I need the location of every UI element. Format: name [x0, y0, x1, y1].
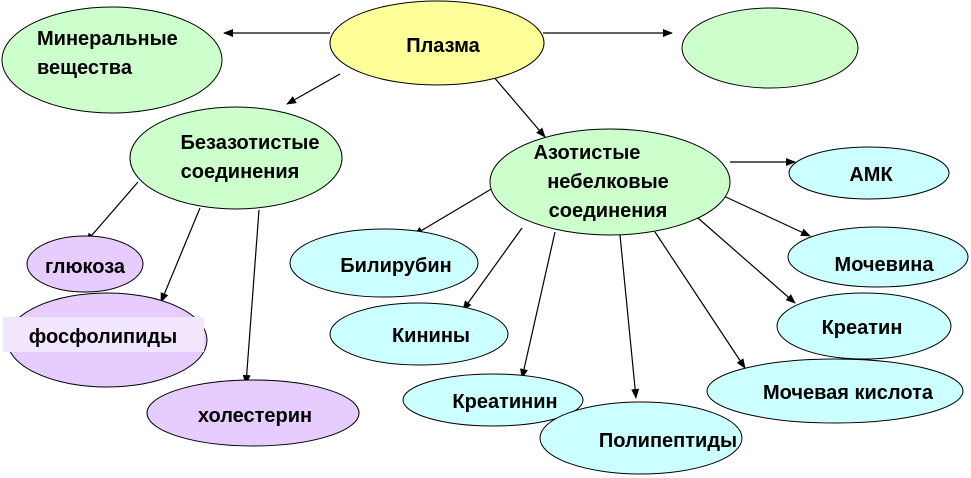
edge-nitrogen-urea: [714, 191, 811, 237]
edge-plasma-nitrogen: [492, 75, 546, 138]
node-creatinine: Креатинин: [402, 373, 584, 427]
edge-nonnitrogen-phospholipids: [160, 207, 201, 303]
node-creatinine-shape: [402, 373, 584, 427]
node-polypeptides-label: Полипептиды: [599, 430, 737, 452]
edge-nonnitrogen-cholesterol: [242, 209, 260, 385]
node-phospholipids-label: фосфолипиды: [29, 326, 177, 348]
edge-nitrogen-bilirubin: [413, 187, 494, 236]
node-creatine-shape: [776, 292, 952, 360]
edge-nitrogen-uric-acid: [654, 231, 746, 369]
node-creatinine-label: Креатинин: [452, 391, 557, 413]
node-nitrogen-label-line1: Азотистые: [534, 142, 641, 164]
node-cholesterol: холестерин: [146, 379, 360, 447]
edge-nitrogen-creatinine: [520, 231, 556, 379]
node-minerals-label-line1: Минеральные: [37, 28, 178, 50]
node-cholesterol-label: холестерин: [198, 405, 312, 427]
node-phospholipids-label-highlight: [3, 317, 204, 352]
edge-nitrogen-creatine: [697, 217, 796, 304]
node-nitrogen-label-line2: небелковые: [547, 171, 669, 193]
node-cholesterol-shape: [146, 379, 360, 447]
node-nonnitrogen-label-line1: Безазотистые: [181, 132, 320, 154]
node-kinins-shape: [329, 302, 509, 366]
node-minerals-shape: [1, 6, 223, 114]
node-polypeptides-shape: [539, 401, 743, 475]
node-minerals: Минеральные вещества: [1, 6, 223, 114]
node-uric-acid-label: Мочевая кислота: [763, 382, 934, 404]
node-bilirubin: Билирубин: [289, 228, 479, 298]
node-empty-shape: [681, 7, 859, 89]
node-creatine-label: Креатин: [822, 317, 903, 339]
node-creatine: Креатин: [776, 292, 952, 360]
node-nonnitrogen: Безазотистые соединения: [129, 106, 343, 210]
node-plasma-label: Плазма: [406, 35, 480, 57]
edge-nitrogen-polypeptides: [619, 234, 640, 399]
node-minerals-label-line2: вещества: [37, 57, 133, 79]
node-empty: [681, 7, 859, 89]
edge-nitrogen-kinins: [462, 227, 523, 311]
node-bilirubin-label: Билирубин: [340, 255, 451, 277]
node-phospholipids: фосфолипиды: [3, 292, 208, 388]
node-uric-acid-shape: [706, 358, 964, 424]
edge-plasma-nonnitrogen: [286, 73, 341, 105]
node-glucose-label: глюкоза: [45, 256, 126, 278]
node-glucose: глюкоза: [26, 235, 144, 293]
node-bilirubin-shape: [289, 228, 479, 298]
edges-layer: [85, 29, 811, 399]
node-plasma-shape: [329, 0, 545, 86]
node-polypeptides: Полипептиды: [539, 401, 743, 475]
node-plasma: Плазма: [329, 0, 545, 86]
node-urea: Мочевина: [787, 226, 969, 288]
node-nonnitrogen-shape: [129, 106, 343, 210]
node-glucose-shape: [26, 235, 144, 293]
node-amk: АМК: [788, 146, 950, 200]
node-kinins: Кинины: [329, 302, 509, 366]
node-urea-label: Мочевина: [835, 254, 935, 276]
node-nonnitrogen-label-line2: соединения: [181, 161, 300, 183]
node-urea-shape: [787, 226, 969, 288]
node-amk-shape: [788, 146, 950, 200]
node-nitrogen-shape: [489, 128, 731, 236]
node-nitrogen-label-line3: соединения: [549, 200, 668, 222]
node-amk-label: АМК: [849, 164, 893, 186]
node-nitrogen: Азотистые небелковые соединения: [489, 128, 731, 236]
node-kinins-label: Кинины: [392, 325, 470, 347]
edge-nonnitrogen-glucose: [85, 181, 139, 243]
node-uric-acid: Мочевая кислота: [706, 358, 964, 424]
